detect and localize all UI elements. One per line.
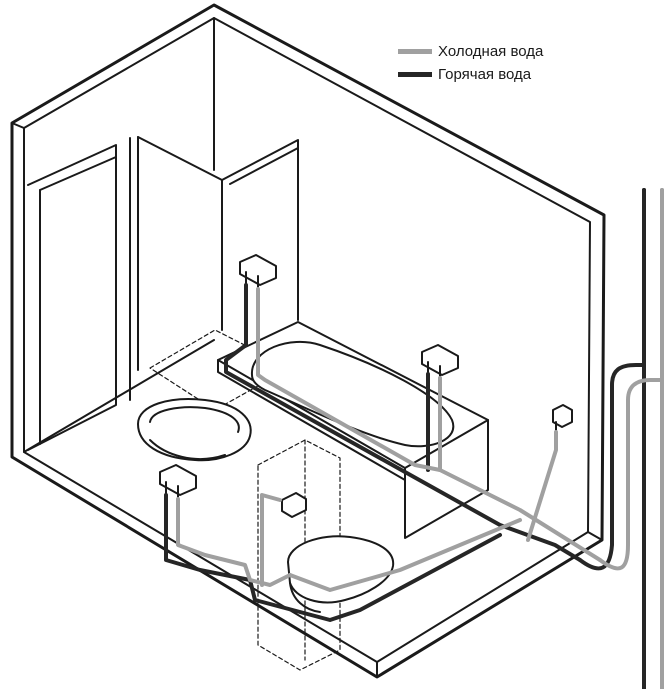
sink (137, 398, 252, 462)
washing-machine-outlet (552, 404, 573, 433)
bath-mixer-outlet (239, 254, 277, 290)
sink-mixer-outlet (159, 464, 197, 500)
hot-water-pipes (164, 188, 646, 689)
room-walls (10, 3, 606, 679)
door-frame (27, 137, 131, 451)
flush-button (281, 492, 307, 518)
legend-item-hot: Горячая вода (398, 63, 543, 86)
legend-item-cold: Холодная вода (398, 40, 543, 63)
wc-installation-frame (257, 439, 341, 671)
cold-water-swatch (398, 49, 432, 54)
bathtub (217, 321, 489, 539)
shower-partition (137, 136, 299, 371)
legend: Холодная вода Горячая вода (398, 40, 543, 86)
hot-water-swatch (398, 72, 432, 77)
cold-water-pipes (176, 188, 664, 689)
legend-label-hot: Горячая вода (438, 66, 532, 83)
legend-label-cold: Холодная вода (438, 43, 544, 60)
